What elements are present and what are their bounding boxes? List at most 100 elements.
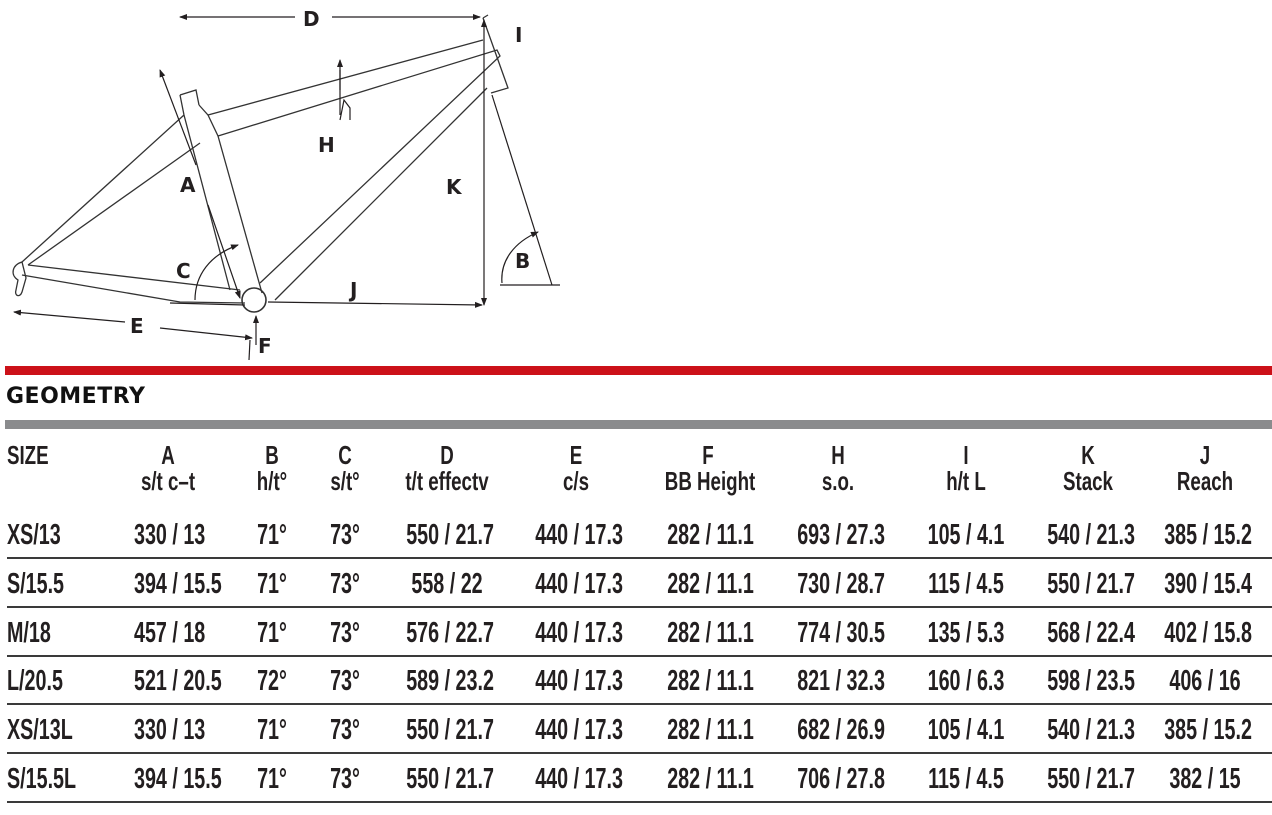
cell-size: S/15.5 xyxy=(7,567,65,600)
cell-i: 135 / 5.3 xyxy=(927,616,1005,649)
cell-size: S/15.5L xyxy=(7,763,77,795)
cell-d: 550 / 21.7 xyxy=(406,714,494,747)
column-subtitle: s.o. xyxy=(821,466,855,496)
cell-e: 440 / 17.3 xyxy=(535,714,623,747)
cell-k: 598 / 23.5 xyxy=(1047,665,1135,698)
cell-e: 440 / 17.3 xyxy=(535,567,623,600)
cell-c: 73° xyxy=(330,665,360,698)
column-header-d: D t/t effectv xyxy=(404,442,490,494)
row-separator xyxy=(7,752,1272,755)
cell-d: 558 / 22 xyxy=(411,567,483,600)
cell-h: 821 / 32.3 xyxy=(797,665,885,698)
cell-e: 440 / 17.3 xyxy=(535,616,623,649)
diagram-label-B: B xyxy=(515,249,530,273)
cell-c: 73° xyxy=(330,519,360,551)
cell-c: 73° xyxy=(330,616,360,649)
column-subtitle: BB Height xyxy=(664,466,756,496)
diagram-label-E: E xyxy=(130,314,144,338)
cell-i: 105 / 4.1 xyxy=(927,519,1005,551)
cell-f: 282 / 11.1 xyxy=(667,567,754,600)
cell-b: 71° xyxy=(257,567,287,600)
cell-f: 282 / 11.1 xyxy=(667,763,754,795)
cell-d: 550 / 21.7 xyxy=(406,763,494,795)
cell-i: 115 / 4.5 xyxy=(928,567,1004,600)
cell-d: 589 / 23.2 xyxy=(406,665,494,698)
column-subtitle: h/t° xyxy=(256,466,288,496)
cell-a: 330 / 13 xyxy=(134,714,206,747)
cell-e: 440 / 17.3 xyxy=(535,665,623,698)
cell-size: L/20.5 xyxy=(7,665,63,698)
column-letter: K xyxy=(1081,440,1095,470)
cell-k: 540 / 21.3 xyxy=(1047,714,1135,747)
cell-b: 71° xyxy=(257,616,287,649)
cell-size: XS/13L xyxy=(7,714,73,747)
cell-c: 73° xyxy=(330,763,360,795)
cell-a: 521 / 20.5 xyxy=(134,665,222,698)
cell-f: 282 / 11.1 xyxy=(667,616,754,649)
diagram-label-I: I xyxy=(515,23,522,47)
column-letter: A xyxy=(161,440,175,470)
cell-f: 282 / 11.1 xyxy=(667,665,754,698)
cell-k: 540 / 21.3 xyxy=(1047,519,1135,551)
column-letter: H xyxy=(831,440,845,470)
gray-divider-bar xyxy=(5,420,1272,429)
column-subtitle: Reach xyxy=(1176,466,1234,496)
column-header-e: E c/s xyxy=(533,442,619,494)
cell-a: 330 / 13 xyxy=(134,519,206,551)
cell-h: 693 / 27.3 xyxy=(797,519,885,551)
cell-a: 394 / 15.5 xyxy=(134,763,222,795)
section-title: GEOMETRY xyxy=(6,384,146,409)
diagram-label-H: H xyxy=(318,133,335,157)
diagram-label-C: C xyxy=(176,259,191,283)
column-letter: I xyxy=(963,440,969,470)
cell-size: M/18 xyxy=(7,616,51,649)
cell-h: 706 / 27.8 xyxy=(797,763,885,795)
cell-e: 440 / 17.3 xyxy=(535,519,623,551)
cell-j: 382 / 15 xyxy=(1169,763,1241,795)
cell-f: 282 / 11.1 xyxy=(667,519,754,551)
column-letter: C xyxy=(338,440,352,470)
cell-h: 774 / 30.5 xyxy=(797,616,885,649)
table-row: XS/13 330 / 13 71° 73° 550 / 21.7 440 / 17.3 2… xyxy=(0,510,1272,559)
column-letter: J xyxy=(1199,440,1211,470)
row-separator xyxy=(7,801,1272,803)
cell-i: 105 / 4.1 xyxy=(927,714,1005,747)
column-subtitle: t/t effectv xyxy=(405,466,489,496)
column-letter: B xyxy=(265,440,279,470)
column-letter: SIZE xyxy=(7,440,49,470)
column-subtitle: c/s xyxy=(562,466,590,496)
column-header-j: J Reach xyxy=(1162,442,1248,494)
column-letter: F xyxy=(702,440,714,470)
column-letter: D xyxy=(440,440,454,470)
cell-j: 385 / 15.2 xyxy=(1164,519,1252,551)
cell-b: 71° xyxy=(257,519,287,551)
row-separator xyxy=(7,703,1272,706)
cell-j: 385 / 15.2 xyxy=(1164,714,1252,747)
cell-i: 115 / 4.5 xyxy=(928,763,1004,795)
column-letter: E xyxy=(569,440,583,470)
cell-b: 71° xyxy=(257,763,287,795)
column-header-size: SIZE xyxy=(7,442,49,468)
cell-size: XS/13 xyxy=(7,519,61,551)
cell-a: 457 / 18 xyxy=(134,616,206,649)
diagram-label-D: D xyxy=(303,7,320,31)
column-header-k: K Stack xyxy=(1045,442,1131,494)
column-subtitle: s/t c–t xyxy=(140,466,196,496)
cell-j: 406 / 16 xyxy=(1169,665,1241,698)
column-subtitle: s/t° xyxy=(330,466,360,496)
column-subtitle: Stack xyxy=(1063,466,1113,496)
cell-k: 550 / 21.7 xyxy=(1047,567,1135,600)
row-separator xyxy=(7,605,1272,608)
cell-h: 682 / 26.9 xyxy=(797,714,885,747)
cell-c: 73° xyxy=(330,714,360,747)
cell-d: 576 / 22.7 xyxy=(406,616,494,649)
cell-k: 568 / 22.4 xyxy=(1047,616,1135,649)
cell-k: 550 / 21.7 xyxy=(1047,763,1135,795)
cell-a: 394 / 15.5 xyxy=(134,567,222,600)
cell-j: 390 / 15.4 xyxy=(1164,567,1252,600)
cell-d: 550 / 21.7 xyxy=(406,519,494,551)
column-header-b: B h/t° xyxy=(243,442,301,494)
row-separator xyxy=(7,654,1272,657)
diagram-label-A: A xyxy=(180,173,196,197)
